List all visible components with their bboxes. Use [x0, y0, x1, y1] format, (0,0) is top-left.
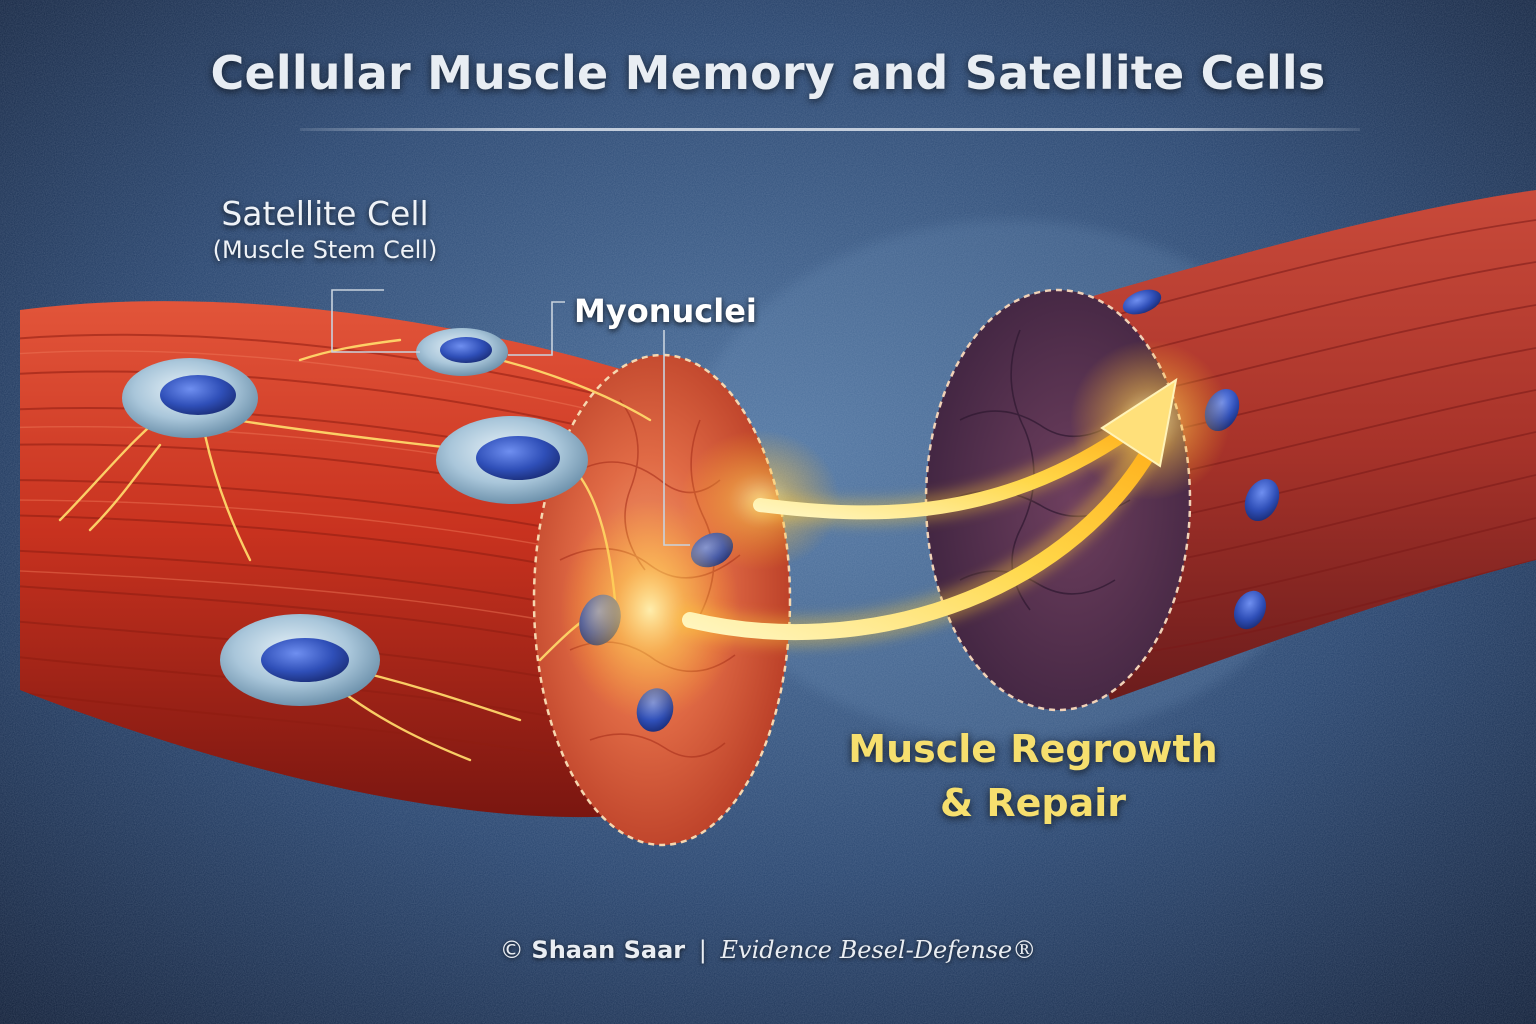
credit-author: Shaan Saar — [531, 936, 686, 964]
regrowth-arrows — [675, 377, 1178, 647]
satellite-cells — [122, 328, 588, 706]
satellite-cell-title: Satellite Cell — [221, 194, 429, 233]
credit-line: © Shaan Saar | Evidence Besel-Defense® — [0, 936, 1536, 964]
regrowth-label-line1: Muscle Regrowth — [848, 727, 1218, 771]
satellite-cell-label: Satellite Cell (Muscle Stem Cell) — [190, 194, 460, 266]
credit-organization: Evidence Besel-Defense® — [720, 936, 1037, 964]
copyright-symbol: © — [499, 936, 524, 964]
diagram-title: Cellular Muscle Memory and Satellite Cel… — [210, 46, 1326, 100]
satellite-cell-subtitle: (Muscle Stem Cell) — [212, 236, 438, 264]
credit-separator: | — [698, 936, 707, 964]
regrowth-label-line2: & Repair — [939, 781, 1126, 825]
regrowth-label: Muscle Regrowth & Repair — [838, 722, 1228, 830]
title-underline — [300, 128, 1360, 131]
myonuclei-label: Myonuclei — [574, 292, 757, 330]
leader-lines — [331, 289, 690, 546]
